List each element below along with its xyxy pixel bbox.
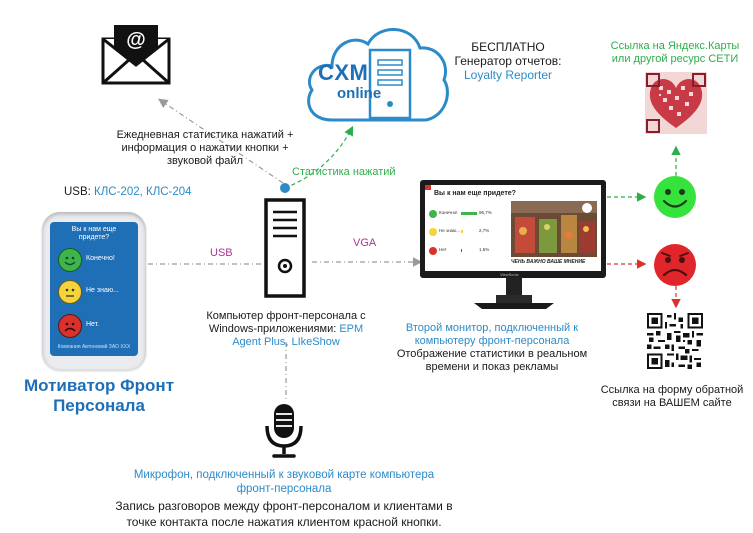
sad-face-icon: [64, 322, 76, 332]
arrow-pc-to-email: [158, 98, 284, 184]
screen-row-1-bar: [461, 212, 477, 215]
device-title: Мотиватор Фронт Персонала: [14, 376, 184, 416]
email-caption-line-1: Ежедневная статистика нажатий +: [116, 129, 294, 141]
arrow-pc-to-cxm: [284, 125, 354, 189]
screen-title: Вы к нам еще придете?: [434, 190, 516, 197]
sad-button[interactable]: [58, 314, 82, 338]
usb-screen-line-1: Вы к нам еще: [71, 226, 117, 233]
monitor-frame: Вы к нам еще придете? Конечно! 96,7% Не …: [420, 180, 606, 278]
monitor-caption-black-line-2: времени и показ рекламы: [425, 361, 559, 373]
screen-row-3-face: [429, 247, 437, 255]
screen-corner-mark: [425, 185, 431, 190]
feedback-caption-line-1: Ссылка на форму обратной: [600, 384, 744, 396]
monitor-caption-blue-line-1: Второй монитор, подключенный к: [405, 322, 579, 334]
pc-caption-apps: EPM Agent Plus, LIkeShow: [232, 323, 364, 348]
sad-face-icon: [654, 244, 696, 286]
neutral-button-label: Не знаю...: [86, 287, 119, 294]
cxm-logo-bottom: online: [337, 85, 382, 102]
heart-qr-code-icon[interactable]: [645, 72, 707, 134]
usb-device-label: USB: КЛС-202, КЛС-204: [64, 186, 192, 199]
screen-row-2-bar: [461, 230, 463, 233]
device-title-line-2: Персонала: [53, 396, 145, 415]
feedback-caption-line-2: связи на ВАШЕМ сайте: [612, 397, 732, 409]
screen-row-1-label: Конечно!: [439, 210, 458, 215]
neutral-face-icon: [65, 288, 75, 297]
microphone-caption-blue-line-1: Микрофон, подключенный к звуковой карте …: [133, 469, 435, 481]
email-caption-line-2: информация о нажатии кнопки +: [121, 142, 289, 154]
screen-row-2-label: Не знаю...: [439, 228, 461, 233]
usb-device-footer: Компания Автономий ЗАО ХХХ: [57, 344, 131, 350]
screen-row-1-face: [429, 210, 437, 218]
monitor-stand: [474, 277, 554, 309]
screen-row-3-bar: [461, 249, 462, 252]
microphone-caption-black-line-1: Запись разговоров между фронт-персоналом…: [115, 499, 453, 513]
monitor-caption-black-line-1: Отображение статистики в реальном: [396, 348, 588, 360]
screen-row-3-value: 1,5%: [479, 247, 490, 252]
microphone-icon: [265, 404, 303, 458]
microphone-caption-black-line-2: точке контакта после нажатия клиентом кр…: [126, 515, 442, 529]
yandex-caption-line-2: или другой ресурс СЕТИ: [611, 53, 739, 65]
email-caption: Ежедневная статистика нажатий + информац…: [110, 129, 300, 168]
envelope-at-icon: @: [101, 25, 171, 85]
happy-button[interactable]: [58, 248, 82, 272]
screen-row-1-value: 96,7%: [479, 210, 492, 215]
email-caption-line-3: звуковой файл: [167, 155, 243, 167]
usb-device-screen-text: Вы к нам еще придете?: [50, 226, 138, 242]
qr-code-icon[interactable]: [647, 313, 703, 369]
monitor-brand: ViewSonic: [500, 272, 519, 277]
vga-link-label: VGA: [353, 237, 377, 249]
monitor-caption-blue-line-2: компьютеру фронт-персонала: [414, 335, 570, 347]
svg-text:@: @: [126, 29, 146, 51]
stats-source-dot: [280, 183, 290, 193]
happy-button-label: Конечно!: [86, 255, 115, 262]
microphone-caption-blue: Микрофон, подключенный к звуковой карте …: [104, 468, 464, 496]
yandex-caption-line-1: Ссылка на Яндекс.Карты: [610, 40, 740, 52]
ad-caption: ЧЕНЬ ВАЖНО ВАШЕ МНЕНИЕ: [511, 259, 586, 265]
computer-tower-icon[interactable]: [264, 198, 306, 298]
device-title-line-1: Мотиватор Фронт: [23, 376, 175, 395]
screen-row-2-face: [429, 228, 437, 236]
free-generator-note: БЕСПЛАТНО Генератор отчетов: Loyalty Rep…: [446, 40, 570, 82]
loyalty-reporter-name[interactable]: Loyalty Reporter: [463, 68, 553, 82]
happy-face-icon: [64, 256, 76, 266]
usb-label-models: КЛС-202, КЛС-204: [94, 186, 192, 198]
usb-label-prefix: USB:: [64, 186, 95, 198]
sad-button-label: Нет.: [86, 321, 100, 328]
ad-image: [511, 201, 597, 257]
cxm-logo-top: CXM: [318, 60, 369, 85]
screen-row-3-label: Нет: [439, 247, 447, 252]
microphone-caption-black: Запись разговоров между фронт-персоналом…: [84, 498, 484, 530]
screen-row-2-value: 2,7%: [479, 228, 490, 233]
happy-face-icon: [654, 176, 696, 218]
microphone-caption-blue-line-2: фронт-персонала: [236, 483, 332, 495]
monitor-caption: Второй монитор, подключенный к компьютер…: [384, 322, 600, 374]
yandex-caption: Ссылка на Яндекс.Карты или другой ресурс…: [600, 40, 750, 66]
usb-device-body: Вы к нам еще придете? Конечно! Не знаю..…: [42, 212, 146, 370]
monitor-screen: Вы к нам еще придете? Конечно! 96,7% Не …: [425, 185, 601, 271]
pc-caption: Компьютер фронт-персонала с Windows-прил…: [196, 310, 376, 349]
feedback-caption: Ссылка на форму обратной связи на ВАШЕМ …: [592, 384, 752, 410]
free-generator-line-2: Генератор отчетов:: [454, 54, 562, 68]
stats-label: Статистика нажатий: [292, 166, 396, 178]
cloud-server-icon: [307, 28, 449, 122]
pc-caption-text: Компьютер фронт-персонала с Windows-прил…: [206, 310, 366, 335]
usb-device-panel: Вы к нам еще придете? Конечно! Не знаю..…: [50, 222, 138, 356]
free-generator-line-1: БЕСПЛАТНО: [471, 40, 545, 54]
neutral-button[interactable]: [58, 280, 82, 304]
usb-link-label: USB: [210, 247, 233, 259]
usb-screen-line-2: придете?: [78, 234, 110, 241]
